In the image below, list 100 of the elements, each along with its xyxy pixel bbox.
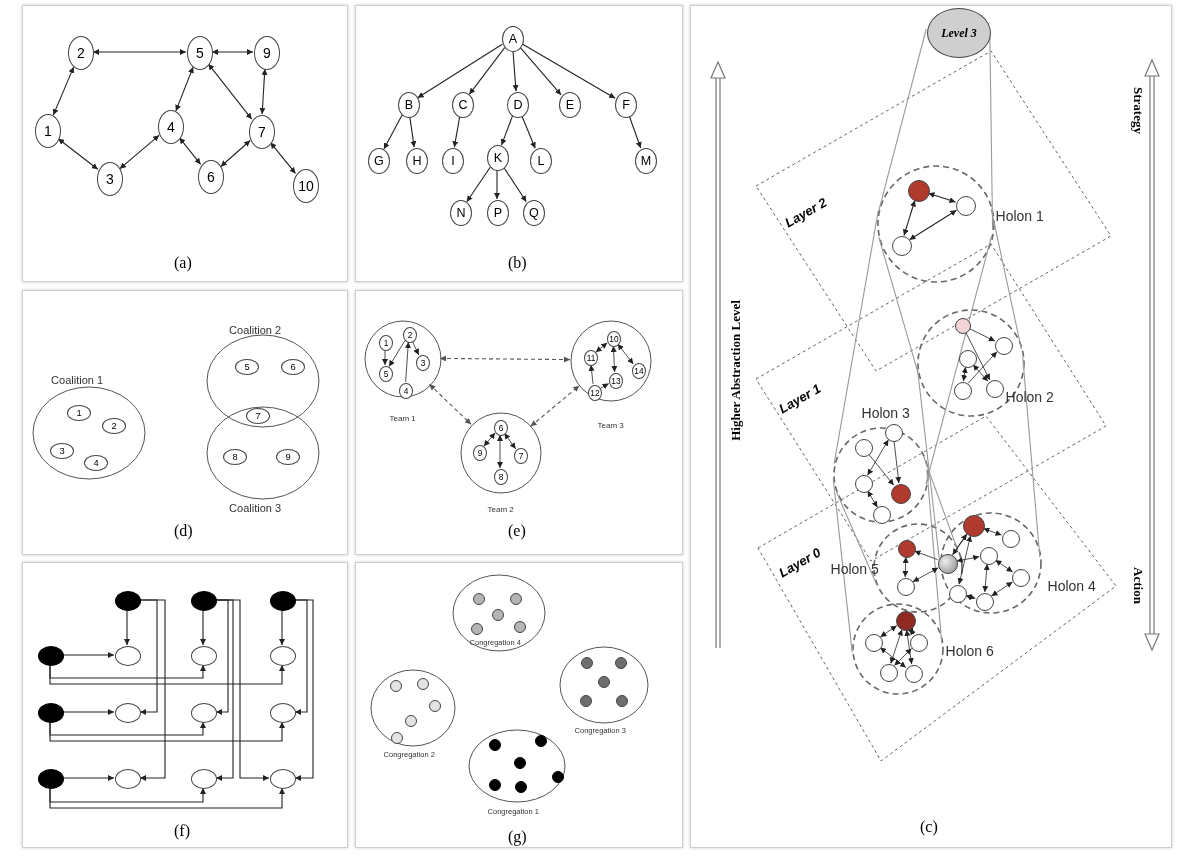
- graph-node: L: [530, 148, 552, 174]
- panel-caption: (b): [508, 254, 527, 272]
- arrow: [957, 535, 973, 585]
- arrow: [211, 49, 254, 55]
- graph-node: 10: [293, 169, 319, 203]
- graph-node: 14: [632, 363, 646, 379]
- graph-node: Q: [523, 200, 545, 226]
- node-circle: [38, 769, 64, 789]
- node-circle: [954, 382, 972, 400]
- arrow: [617, 343, 634, 365]
- node-circle: [270, 646, 296, 666]
- panel-card: [355, 290, 683, 555]
- node-circle: [865, 634, 883, 652]
- axis-label: Action: [1130, 566, 1146, 606]
- panel-caption: (f): [174, 822, 190, 840]
- arrow: [49, 787, 285, 809]
- arrow: [468, 47, 506, 95]
- graph-node: E: [559, 92, 581, 118]
- group-label: Coalition 2: [229, 324, 282, 338]
- graph-node: 7: [249, 115, 275, 149]
- arrow: [952, 533, 968, 556]
- arrow: [889, 629, 903, 664]
- arrow: [504, 432, 516, 450]
- arrow: [500, 115, 514, 146]
- node-circle: [115, 591, 141, 611]
- panel-caption: (e): [508, 522, 526, 540]
- arrow: [215, 599, 229, 715]
- arrow: [49, 664, 206, 679]
- panel-card: [690, 5, 1172, 848]
- graph-node: 1: [35, 114, 61, 148]
- arrow: [466, 166, 491, 203]
- arrow: [294, 599, 314, 781]
- arrow: [259, 68, 268, 115]
- node-circle: [892, 236, 912, 256]
- node-circle: [1002, 530, 1020, 548]
- node-circle: [514, 757, 526, 769]
- arrow: [62, 652, 115, 658]
- arrow: [867, 490, 878, 508]
- panel-card: [22, 5, 348, 282]
- arrow: [383, 114, 403, 150]
- arrow: [983, 527, 1002, 536]
- graph-node: 3: [416, 355, 430, 371]
- graph-node: 9: [276, 449, 300, 465]
- panel-caption: (c): [920, 818, 938, 836]
- projection-line: [876, 28, 994, 231]
- node-circle: [391, 732, 403, 744]
- graph-node: 2: [102, 418, 126, 434]
- node-circle: [115, 646, 141, 666]
- graph-node: 7: [514, 448, 528, 464]
- arrow: [428, 383, 472, 425]
- arrow: [279, 609, 285, 646]
- graph-node: N: [450, 200, 472, 226]
- node-circle: [405, 715, 417, 727]
- graph-node: 6: [281, 359, 305, 375]
- node-circle: [959, 350, 977, 368]
- node-circle: [417, 678, 429, 690]
- node-circle: [390, 680, 402, 692]
- node-circle: [191, 646, 217, 666]
- arrow: [907, 627, 916, 636]
- arrow: [902, 556, 909, 578]
- graph-node: 5: [379, 366, 393, 382]
- holon-label: Holon 3: [861, 404, 910, 422]
- graph-node: 1: [67, 405, 91, 421]
- group-label: Team 1: [389, 414, 416, 424]
- panel-card: [355, 5, 683, 282]
- arrow: [409, 116, 417, 148]
- panel-caption: (d): [174, 522, 193, 540]
- group-label: Team 2: [487, 505, 514, 515]
- node-circle: [270, 591, 296, 611]
- node-circle: [492, 609, 504, 621]
- graph-node: P: [487, 200, 509, 226]
- holon-label: Holon 1: [995, 207, 1044, 225]
- graph-node: 4: [158, 110, 184, 144]
- arrow: [497, 434, 503, 469]
- arrow: [880, 625, 898, 638]
- graph-node: 8: [494, 469, 508, 485]
- projection-line: [835, 456, 959, 584]
- node-circle: [510, 593, 522, 605]
- graph-node: 5: [187, 36, 213, 70]
- holon-label: Holon 5: [830, 560, 879, 578]
- node-circle: [896, 611, 916, 631]
- arrow: [220, 139, 251, 168]
- arrow: [965, 593, 976, 601]
- node-circle: [115, 703, 141, 723]
- node-circle: [956, 196, 976, 216]
- graph-node: G: [368, 148, 390, 174]
- node-circle: [552, 771, 564, 783]
- group-label: Coalition 1: [51, 374, 104, 388]
- node-circle: [616, 695, 628, 707]
- graph-node: D: [507, 92, 529, 118]
- graph-node: 11: [584, 350, 598, 366]
- arrow: [599, 383, 610, 390]
- arrow: [991, 581, 1013, 597]
- node-circle: [949, 585, 967, 603]
- arrow: [519, 46, 562, 96]
- node-circle: [38, 646, 64, 666]
- arrow: [912, 567, 939, 583]
- graph-node: I: [442, 148, 464, 174]
- arrow: [178, 137, 202, 165]
- node-circle: [115, 769, 141, 789]
